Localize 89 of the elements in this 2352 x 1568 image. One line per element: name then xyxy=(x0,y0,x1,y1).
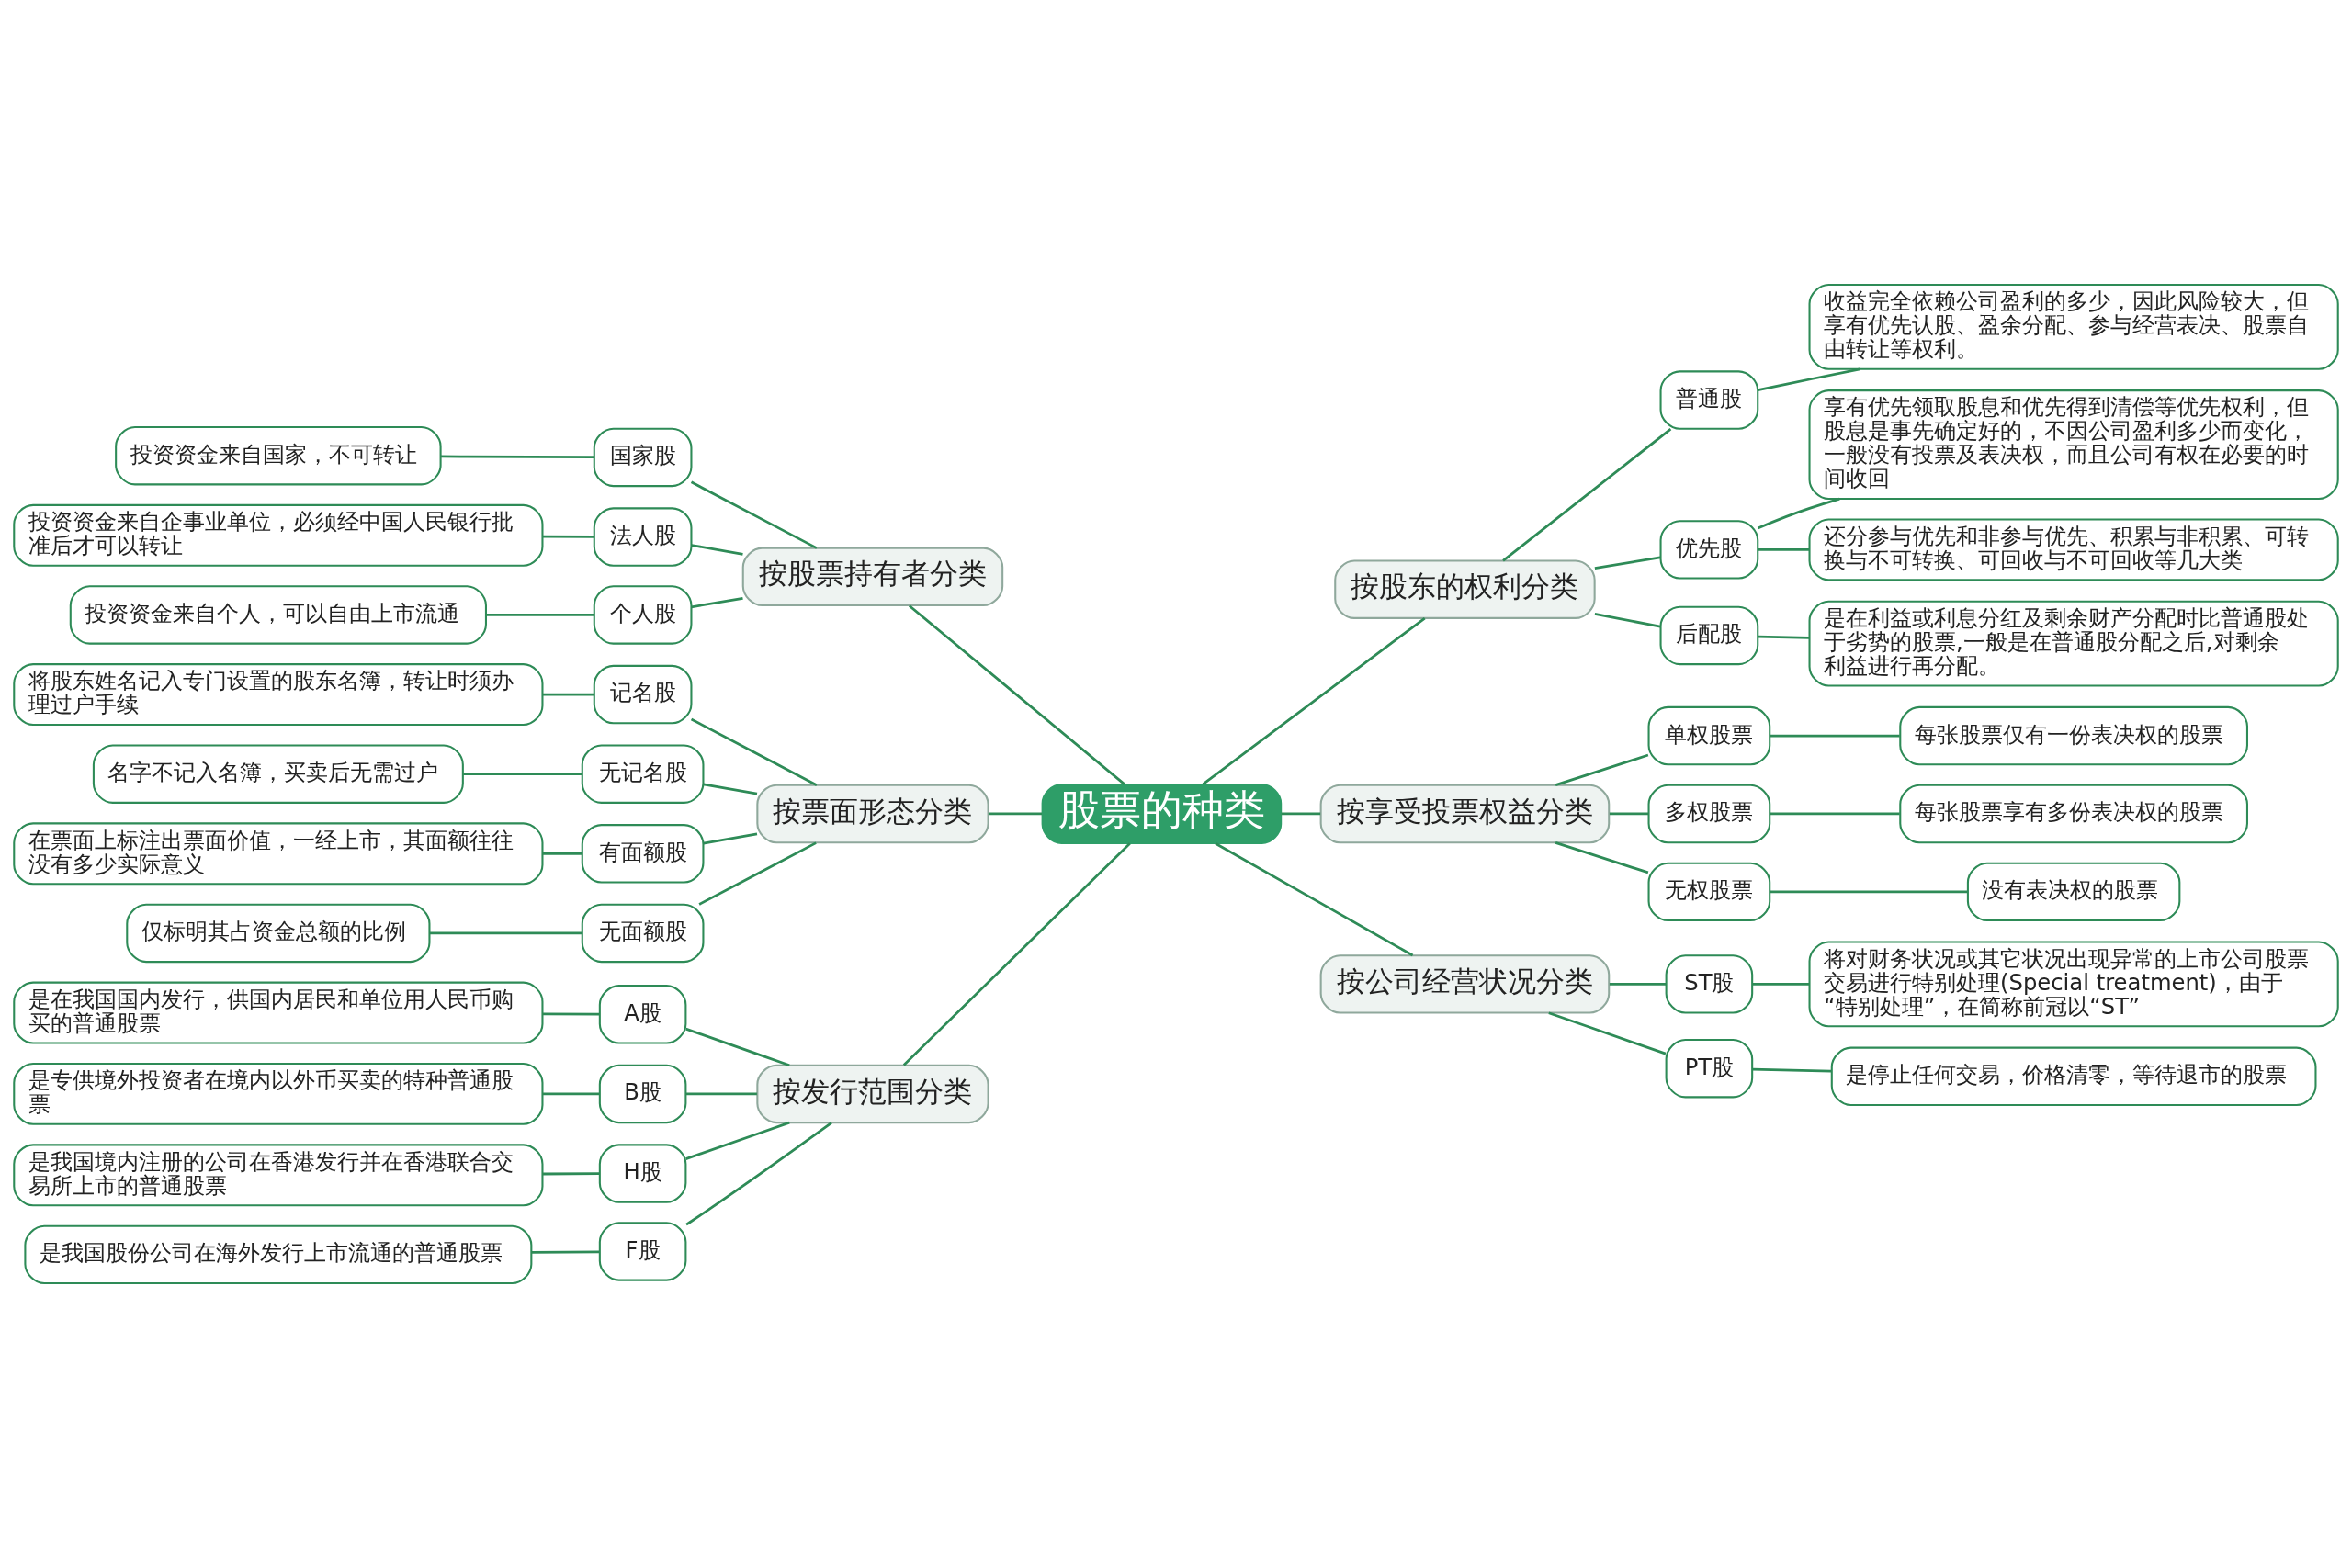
connector xyxy=(685,1027,790,1066)
connector xyxy=(703,783,758,795)
connector xyxy=(531,1250,600,1254)
node-box: PT股 xyxy=(1665,1038,1754,1099)
node-box: A股 xyxy=(598,985,687,1044)
node-box: 还分参与优先和非参与优先、积累与非积累、可转换与不可转换、可回收与不可回收等几大类 xyxy=(1808,518,2339,581)
connector xyxy=(1752,1067,1832,1073)
node-box: ST股 xyxy=(1665,954,1754,1014)
connector xyxy=(1594,556,1661,570)
connector xyxy=(1752,982,1810,986)
node-box: 普通股 xyxy=(1659,370,1759,430)
node-box: 是我国境内注册的公司在香港发行并在香港联合交易所上市的普通股票 xyxy=(13,1144,544,1207)
connector xyxy=(1202,617,1426,785)
connector xyxy=(1758,635,1810,639)
node-box: 按公司经营状况分类 xyxy=(1319,954,1611,1014)
node-box: 按股东的权利分类 xyxy=(1334,559,1596,619)
node-box: 收益完全依赖公司盈利的多少，因此风险较大，但享有优先认股、盈余分配、参与经营表决、股票自由转让等权利。 xyxy=(1808,283,2339,370)
connector xyxy=(542,535,594,538)
connector xyxy=(1770,890,1968,894)
node-box: 每张股票仅有一份表决权的股票 xyxy=(1899,705,2248,766)
connector xyxy=(1502,428,1672,562)
connector xyxy=(902,842,1131,1066)
connector xyxy=(1609,812,1649,816)
node-box: 优先股 xyxy=(1659,520,1759,580)
connector xyxy=(1609,982,1667,986)
node-box: 按享受投票权益分类 xyxy=(1319,784,1611,844)
connector xyxy=(440,455,594,459)
node-box: 无权股票 xyxy=(1647,862,1771,922)
connector xyxy=(703,832,758,845)
node-box: 享有优先领取股息和优先得到清偿等优先权利，但股息是事先确定好的，不因公司盈利多少而变化，一般没有投票及表决权，而且公司有权在必要的时间收回 xyxy=(1808,389,2339,500)
connector xyxy=(1770,812,1900,816)
node-box: 后配股 xyxy=(1659,605,1759,666)
connector xyxy=(542,693,594,696)
connector xyxy=(691,597,743,609)
connector xyxy=(1555,753,1649,786)
node-box: 没有表决权的股票 xyxy=(1966,862,2181,922)
connector xyxy=(908,604,1125,785)
connector xyxy=(1281,812,1321,816)
node-box: 股票的种类 xyxy=(1041,784,1283,844)
connector xyxy=(690,480,818,549)
node-box: 是在我国国内发行，供国内居民和单位用人民币购买的普通股票 xyxy=(13,981,544,1044)
node-box: 是专供境外投资者在境内以外币买卖的特种普通股票 xyxy=(13,1062,544,1125)
connector xyxy=(1555,841,1649,874)
node-box: 按发行范围分类 xyxy=(756,1064,989,1124)
connector xyxy=(542,1012,600,1016)
connector xyxy=(685,1121,790,1160)
connector xyxy=(542,1092,600,1096)
connector xyxy=(463,773,582,776)
node-box: 将对财务状况或其它状况出现异常的上市公司股票交易进行特别处理(Special treatment)，由于“特别处理”，在简称前冠以“ST” xyxy=(1808,941,2339,1028)
node-box: 单权股票 xyxy=(1647,705,1771,766)
connector xyxy=(486,614,594,616)
node-box: 个人股 xyxy=(593,585,693,645)
node-box: B股 xyxy=(598,1064,687,1124)
connector xyxy=(685,1092,757,1096)
node-box: H股 xyxy=(598,1144,687,1203)
node-box: 国家股 xyxy=(593,427,693,488)
node-box: 投资资金来自个人，可以自由上市流通 xyxy=(69,585,487,645)
node-box: 无面额股 xyxy=(581,903,705,964)
node-box: 记名股 xyxy=(593,664,693,725)
connector xyxy=(988,812,1043,816)
node-box: 投资资金来自国家，不可转让 xyxy=(115,425,442,486)
connector xyxy=(1215,842,1414,957)
connector xyxy=(685,1122,832,1226)
node-box: 多权股票 xyxy=(1647,784,1771,844)
node-box: 在票面上标注出票面价值，一经上市，其面额往往没有多少实际意义 xyxy=(13,822,544,886)
connector xyxy=(1758,548,1810,551)
connector xyxy=(690,717,818,786)
connector xyxy=(691,544,743,556)
node-box: 按股票持有者分类 xyxy=(741,547,1004,607)
node-box: 无记名股 xyxy=(581,744,705,804)
connector xyxy=(1770,734,1900,738)
node-box: F股 xyxy=(598,1222,687,1281)
connector xyxy=(542,1172,600,1176)
node-box: 名字不记入名簿，买卖后无需过户 xyxy=(92,744,464,804)
node-box: 将股东姓名记入专门设置的股东名簿，转让时须办理过户手续 xyxy=(13,663,544,726)
node-box: 是在利益或利息分红及剩余财产分配时比普通股处于劣势的股票,一般是在普通股分配之后,对剩余利益进行再分配。 xyxy=(1808,600,2339,687)
connector xyxy=(430,931,582,935)
node-box: 每张股票享有多份表决权的股票 xyxy=(1899,784,2248,844)
connector xyxy=(1594,613,1661,628)
node-box: 仅标明其占资金总额的比例 xyxy=(126,903,431,964)
node-box: 按票面形态分类 xyxy=(756,784,989,844)
node-box: 是停止任何交易，价格清零，等待退市的股票 xyxy=(1830,1046,2317,1107)
node-box: 投资资金来自企事业单位，必须经中国人民银行批准后才可以转让 xyxy=(13,503,544,567)
node-box: 是我国股份公司在海外发行上市流通的普通股票 xyxy=(24,1224,533,1285)
node-box: 法人股 xyxy=(593,507,693,567)
connector xyxy=(542,852,582,855)
connector xyxy=(698,841,817,906)
node-box: 有面额股 xyxy=(581,824,705,884)
connector xyxy=(1548,1011,1667,1055)
